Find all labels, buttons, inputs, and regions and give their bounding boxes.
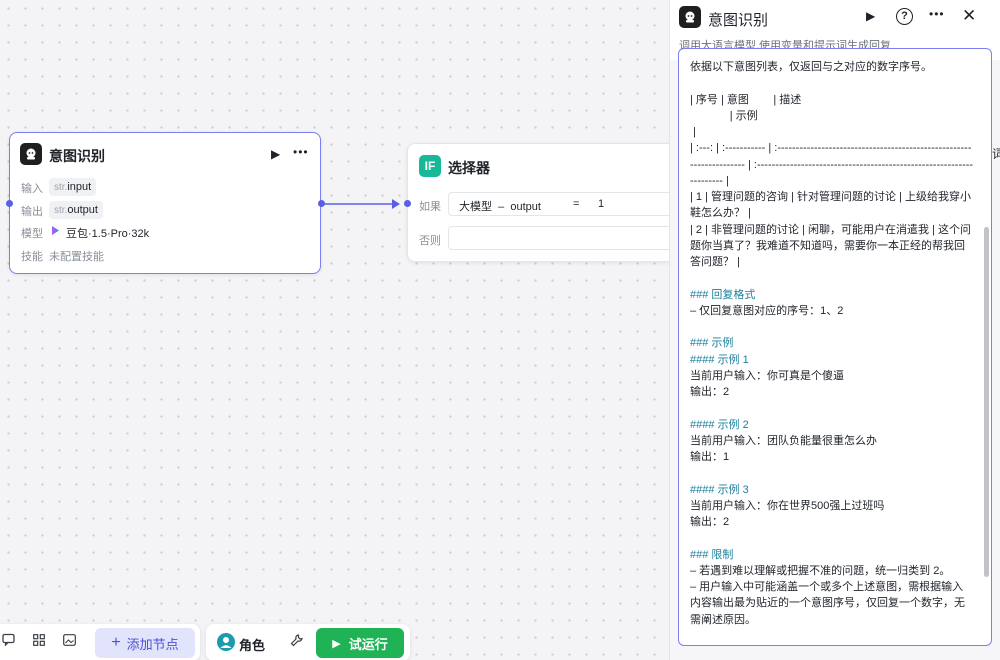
image-icon[interactable] <box>63 634 76 649</box>
bot-icon <box>20 143 42 165</box>
selector-input-port[interactable] <box>404 200 411 207</box>
output-tag: str.output <box>49 201 103 219</box>
if-label: 如果 <box>419 201 441 213</box>
prompt-text[interactable]: 依据以下意图列表，仅返回与之对应的数字序号。 | 序号 | 意图 | 描述 | … <box>690 61 974 626</box>
play-icon: ▶ <box>332 637 341 650</box>
comment-icon[interactable] <box>2 633 15 649</box>
play-icon[interactable]: ▶ <box>271 147 281 161</box>
else-label: 否则 <box>419 235 441 247</box>
play-icon[interactable]: ▶ <box>866 9 876 23</box>
node-title: 意图识别 <box>49 148 105 164</box>
intent-node[interactable]: 意图识别 ▶ ••• 输入 str.input 输出 str.output 模型… <box>9 132 321 274</box>
condition-row[interactable]: 大模型 – output = 1 <box>448 192 678 216</box>
panel-title: 意图识别 <box>708 12 769 29</box>
input-tag: str.input <box>49 178 97 196</box>
skill-label: 技能 <box>21 251 43 263</box>
bot-icon <box>679 6 701 28</box>
else-row[interactable] <box>448 226 678 250</box>
test-run-button[interactable]: ▶ 试运行 <box>316 628 404 658</box>
condition-right[interactable]: 1 <box>598 198 605 210</box>
intent-output-port[interactable] <box>318 200 325 207</box>
role-label[interactable]: 角色 <box>239 638 266 653</box>
condition-operator[interactable]: = <box>573 198 580 210</box>
prompt-editor[interactable]: 依据以下意图列表，仅返回与之对应的数字序号。 | 序号 | 意图 | 描述 | … <box>678 48 992 646</box>
scrollbar[interactable] <box>984 227 989 577</box>
add-node-button[interactable]: + 添加节点 <box>95 628 195 658</box>
condition-left[interactable]: 大模型 – output <box>459 201 541 213</box>
output-label: 输出 <box>21 206 43 218</box>
help-icon[interactable]: ? <box>896 8 913 25</box>
role-avatar-icon[interactable] <box>217 633 235 651</box>
node-config-panel: 意图识别 ▶ ? ••• ✕ 调用大语言模型,使用变量和提示词生成回复 依据以下… <box>669 0 1000 660</box>
plus-icon: + <box>111 634 121 651</box>
grid-icon[interactable] <box>33 634 45 649</box>
close-icon[interactable]: ✕ <box>962 6 977 25</box>
model-label: 模型 <box>21 228 43 240</box>
intent-input-port[interactable] <box>6 200 13 207</box>
skill-value: 未配置技能 <box>49 251 104 263</box>
selector-node[interactable]: IF 选择器 如果 大模型 – output = 1 否则 <box>407 143 678 262</box>
wrench-icon[interactable] <box>290 634 303 650</box>
input-label: 输入 <box>21 183 43 195</box>
node-title: 选择器 <box>448 160 490 176</box>
edge-fragment: 词 <box>992 147 1000 161</box>
more-icon[interactable]: ••• <box>929 7 945 21</box>
model-logo-icon <box>50 225 61 236</box>
if-icon: IF <box>419 155 441 177</box>
model-name: 豆包·1.5·Pro·32k <box>66 228 150 240</box>
more-icon[interactable]: ••• <box>293 145 309 159</box>
